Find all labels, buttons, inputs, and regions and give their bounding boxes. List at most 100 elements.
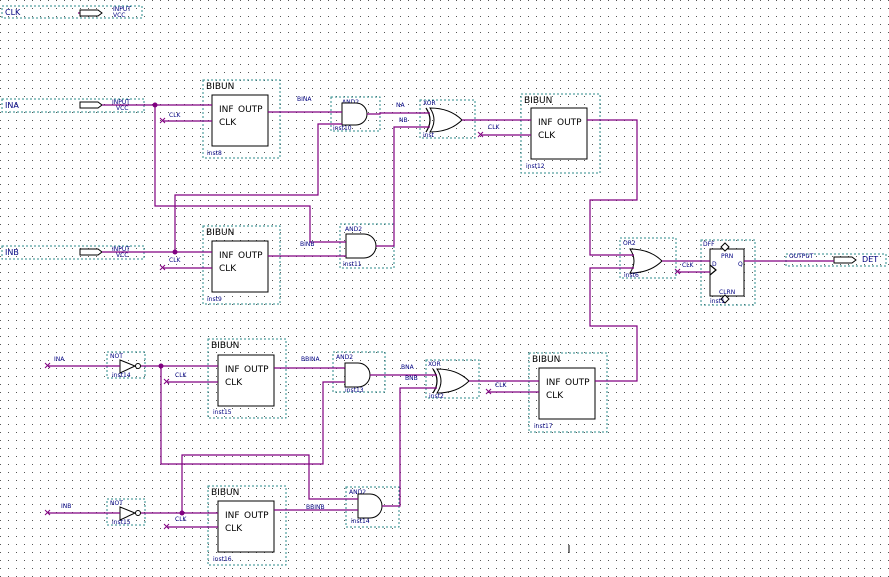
xor-gate-inst[interactable]: XOR inst [419, 99, 476, 139]
bibun-block-inst16[interactable]: BIBUN INF OUTP CLK inst16 [207, 485, 287, 566]
gate-type: AND2 [345, 226, 362, 233]
net-labels: BINA BINB NA NB BBINA BBINB BNA BNB INA … [54, 96, 695, 523]
bibun-title: BIBUN [524, 96, 552, 106]
bibun-port-clk: CLK [546, 391, 564, 401]
gate-type: NOT [110, 353, 123, 360]
bibun-inst: inst15 [213, 409, 232, 416]
clk-net-2: CLK [169, 257, 182, 264]
gate-inst: inst11 [343, 261, 362, 268]
clk-net-dff: CLK [682, 262, 695, 269]
clk-input-vcc: VCC [113, 12, 125, 19]
bibun-port-out: OUTP [244, 511, 269, 521]
gate-type: AND2 [349, 489, 366, 496]
ina-input-name: INA [5, 101, 19, 110]
bibun-title: BIBUN [206, 228, 234, 238]
gate-type: XOR [428, 361, 441, 368]
gate-type: AND2 [336, 354, 353, 361]
net-bina: BINA [297, 96, 312, 103]
clk-net-5: CLK [175, 516, 188, 523]
clk-input-pin[interactable]: CLK INPUT VCC [1, 5, 143, 19]
clk-net-3: CLK [488, 124, 501, 131]
bibun-title: BIBUN [211, 341, 239, 351]
net-nb: NB [399, 117, 408, 124]
gate-inst: inst [423, 132, 435, 139]
lower-ina-label: INA [54, 356, 65, 363]
bibun-title: BIBUN [532, 355, 560, 365]
xor-gate-inst2[interactable]: XOR inst2 [425, 359, 480, 400]
inb-input-name: INB [5, 248, 19, 257]
inb-input-vcc: VCC [116, 252, 128, 259]
clk-net-4: CLK [175, 372, 188, 379]
and-gate-inst14[interactable]: AND2 inst14 [345, 486, 400, 528]
bibun-port-in: INF [546, 378, 561, 388]
bibun-port-in: INF [219, 105, 234, 115]
output-tag: OUTPUT [789, 253, 814, 260]
dff-type: DFF [703, 241, 715, 248]
bibun-port-out: OUTP [238, 105, 263, 115]
output-name: DET [862, 255, 878, 264]
bibun-block-inst12[interactable]: BIBUN INF OUTP CLK inst12 [520, 93, 601, 174]
ina-input-vcc: VCC [116, 105, 128, 112]
bibun-inst: inst16 [213, 556, 232, 563]
junction-dots [152, 102, 185, 516]
bibun-port-out: OUTP [238, 251, 263, 261]
bibun-port-clk: CLK [225, 524, 243, 534]
bibun-inst: inst9 [207, 296, 222, 303]
net-na: NA [396, 102, 405, 109]
bibun-inst: inst17 [534, 423, 553, 430]
bibun-port-in: INF [219, 251, 234, 261]
net-bnb: BNB [405, 375, 418, 382]
bibun-inst: inst8 [207, 150, 222, 157]
clk-input-tag: INPUT [113, 6, 131, 13]
or-gate-inst6[interactable]: OR2 inst6 [619, 237, 677, 279]
bibun-port-clk: CLK [219, 118, 237, 128]
bibun-port-clk: CLK [225, 378, 243, 388]
unconnected-marks [44, 117, 681, 530]
gate-inst: inst2 [429, 393, 444, 400]
inb-input-tag: INPUT [112, 246, 130, 253]
clk-net-1: CLK [169, 112, 182, 119]
det-output-pin[interactable]: OUTPUT DET [785, 253, 887, 267]
lower-inb-label: INB [61, 503, 71, 510]
bibun-port-in: INF [538, 118, 553, 128]
bibun-title: BIBUN [211, 488, 239, 498]
bibun-block-inst9[interactable]: BIBUN INF OUTP CLK inst9 [202, 225, 281, 305]
dff-clrn: CLRN [719, 289, 735, 296]
dff-q: Q [738, 261, 743, 268]
bibun-port-clk: CLK [538, 131, 556, 141]
gate-inst: inst14 [112, 372, 131, 379]
gate-type: OR2 [623, 240, 636, 247]
bibun-port-in: INF [225, 365, 240, 375]
net-bbinb: BBINB [306, 504, 325, 511]
bibun-port-in: INF [225, 511, 240, 521]
gate-inst: inst15 [112, 519, 131, 526]
net-bbina: BBINA [301, 356, 320, 363]
gate-inst: inst10 [333, 125, 352, 132]
ina-input-tag: INPUT [112, 99, 130, 106]
bibun-port-out: OUTP [244, 365, 269, 375]
bibun-inst: inst12 [526, 163, 545, 170]
gate-inst: inst14 [351, 518, 370, 525]
clk-net-6: CLK [495, 382, 508, 389]
gate-type: XOR [423, 100, 436, 107]
bibun-block-inst17[interactable]: BIBUN INF OUTP CLK inst17 [528, 352, 608, 433]
dff-prn: PRN [721, 253, 733, 260]
bibun-port-out: OUTP [565, 378, 590, 388]
gate-inst: inst13 [345, 387, 364, 394]
dff-inst: inst1 [710, 298, 725, 305]
bibun-port-clk: CLK [219, 264, 237, 274]
dff-d: D [712, 261, 717, 268]
net-bna: BNA [401, 364, 415, 371]
dff-block-inst1[interactable]: DFF PRN D Q CLRN inst1 [700, 239, 756, 306]
net-binb: BINB [300, 241, 315, 248]
and-gate-inst11[interactable]: AND2 inst11 [339, 223, 395, 269]
bibun-block-inst15[interactable]: BIBUN INF OUTP CLK inst15 [207, 338, 287, 419]
bibun-port-out: OUTP [557, 118, 582, 128]
and-gate-inst13[interactable]: AND2 inst13 [332, 351, 386, 394]
bibun-title: BIBUN [206, 82, 234, 92]
gate-inst: inst6 [624, 272, 639, 279]
clk-input-name: CLK [5, 8, 21, 17]
gate-type: NOT [110, 500, 123, 507]
